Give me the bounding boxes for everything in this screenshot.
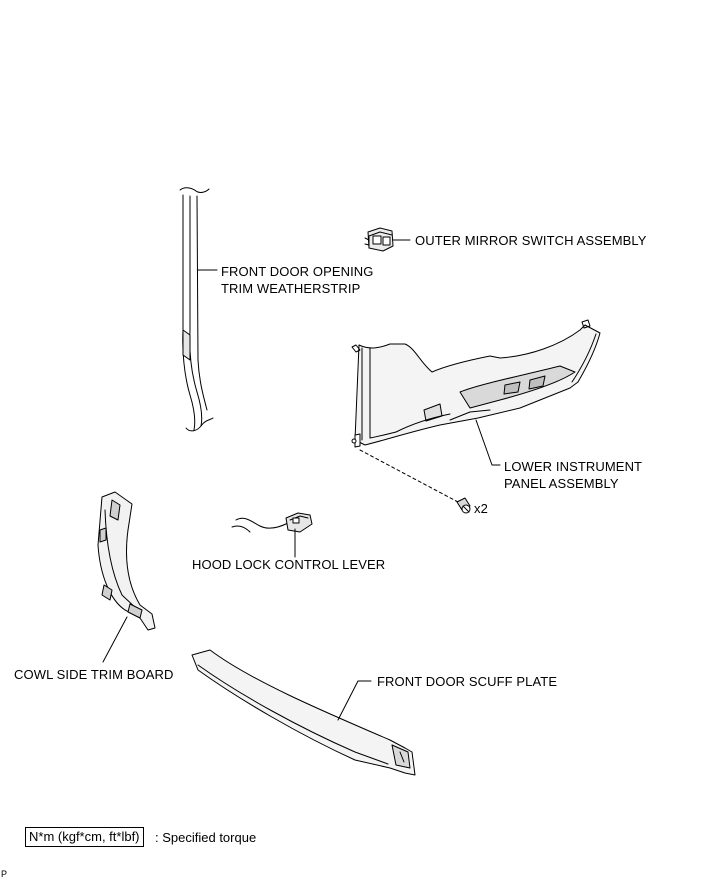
instrument-panel-label-line1: LOWER INSTRUMENT — [504, 459, 643, 474]
torque-legend-description: : Specified torque — [155, 830, 257, 845]
lower-instrument-panel-part — [351, 319, 601, 448]
hood-lock-lever-part — [231, 512, 313, 533]
outer-mirror-switch-label: OUTER MIRROR SWITCH ASSEMBLY — [415, 233, 647, 248]
hood-lever-label: HOOD LOCK CONTROL LEVER — [192, 557, 386, 572]
fastener-quantity: x2 — [474, 501, 488, 516]
bolt-icon — [456, 497, 471, 514]
outer-mirror-switch-part — [364, 227, 394, 252]
weatherstrip-label-line2: TRIM WEATHERSTRIP — [221, 281, 361, 296]
cowl-side-trim-label: COWL SIDE TRIM BOARD — [14, 667, 174, 682]
page-code: P — [1, 869, 8, 879]
cowl-side-trim-part — [97, 491, 156, 631]
scuff-plate-label: FRONT DOOR SCUFF PLATE — [377, 674, 558, 689]
weatherstrip-label-line1: FRONT DOOR OPENING — [221, 264, 374, 279]
leader-lines — [102, 239, 501, 721]
bolt-guide-line — [359, 449, 459, 503]
torque-legend-box: N*m (kgf*cm, ft*lbf) — [25, 827, 144, 847]
instrument-panel-label-line2: PANEL ASSEMBLY — [504, 476, 619, 491]
front-door-scuff-plate-part — [191, 649, 416, 776]
weatherstrip-part — [179, 187, 214, 432]
